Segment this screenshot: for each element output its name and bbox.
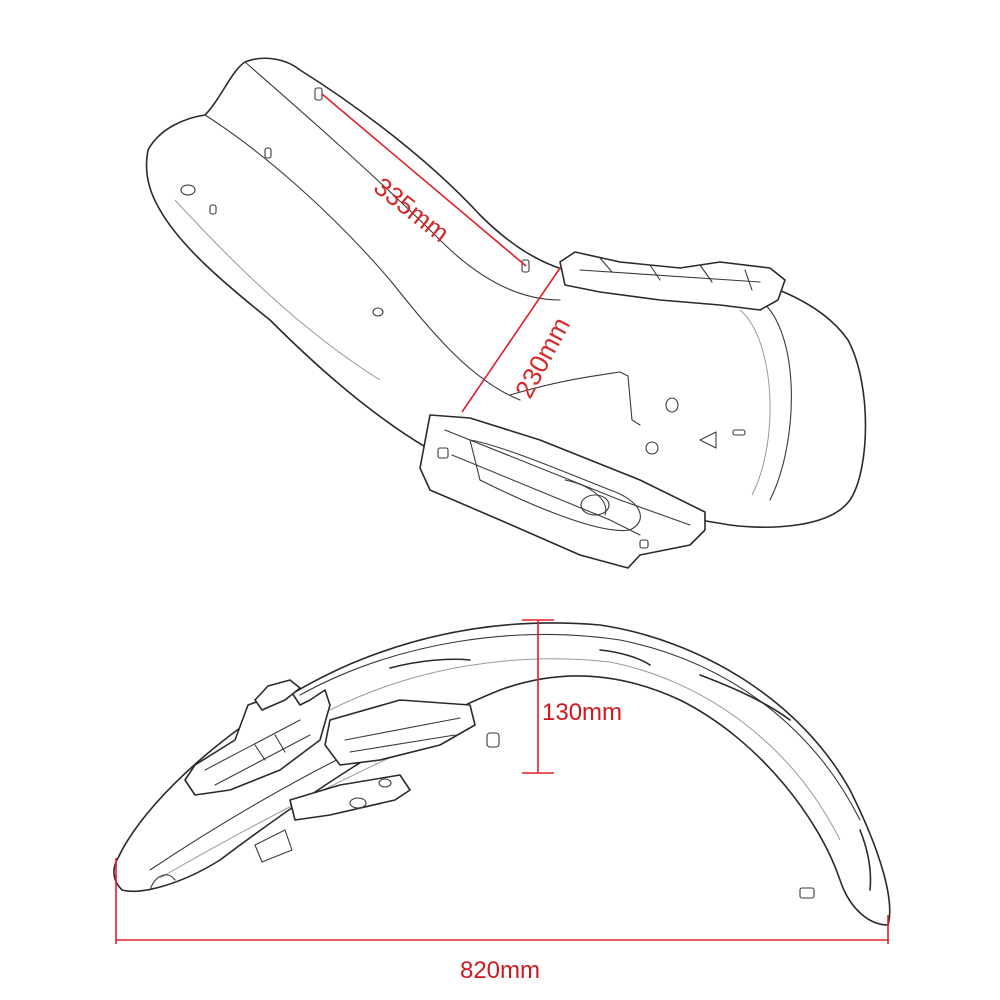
dimension-label-130: 130mm [542, 699, 622, 726]
fender-top-view [145, 57, 867, 569]
dimension-label-820: 820mm [460, 957, 540, 984]
dimension-line-230 [461, 267, 561, 413]
dimension-line-335 [321, 93, 527, 267]
fender-side-view [113, 622, 891, 926]
